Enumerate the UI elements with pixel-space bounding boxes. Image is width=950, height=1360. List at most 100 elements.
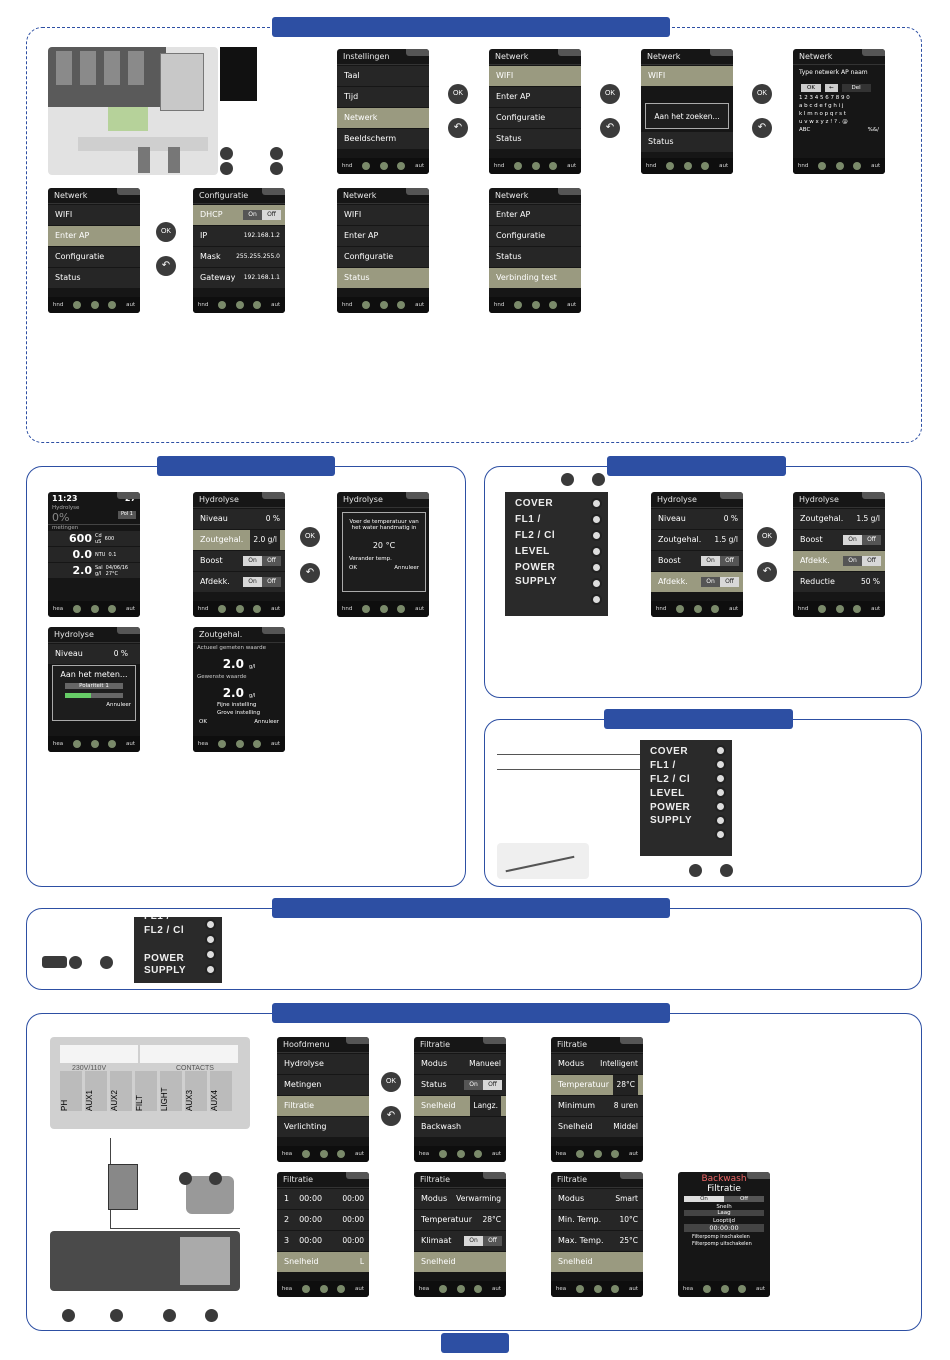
keyboard-arrow-key[interactable]: ← — [824, 84, 838, 92]
keyboard-ok-key[interactable]: OK — [801, 84, 821, 92]
hydrolyse-label: Hydrolyse — [52, 505, 80, 511]
menu-item-status[interactable]: Status — [489, 247, 581, 267]
back-icon[interactable]: ↶ — [757, 562, 777, 582]
menu-item-tijd[interactable]: Tijd — [337, 87, 429, 107]
back-icon[interactable]: ↶ — [156, 256, 176, 276]
snelheid-row[interactable]: Snelheid — [551, 1252, 643, 1272]
zoutgehalte-row[interactable]: Zoutgehal.1.5 g/l — [651, 530, 743, 550]
menu-item-status[interactable]: Status — [337, 268, 429, 288]
ok-button[interactable]: OK — [757, 527, 777, 547]
ok-button[interactable]: OK — [448, 84, 468, 104]
menu-item-configuratie[interactable]: Configuratie — [489, 108, 581, 128]
menu-item-configuratie[interactable]: Configuratie — [48, 247, 140, 267]
back-icon[interactable]: ↶ — [752, 118, 772, 138]
menu-item-filtratie[interactable]: Filtratie — [277, 1096, 369, 1116]
ok-button[interactable]: OK — [300, 527, 320, 547]
backwash-row[interactable]: Backwash — [414, 1117, 506, 1137]
keyboard-abc-key[interactable]: ABC — [799, 127, 811, 133]
menu-item-enter-ap[interactable]: Enter AP — [489, 87, 581, 107]
zoutgehalte-row[interactable]: Zoutgehal.2.0 g/l — [193, 530, 285, 550]
keyboard-row[interactable]: a b c d e f g h i j — [799, 103, 844, 109]
min-temp-row[interactable]: Min. Temp.10°C — [551, 1210, 643, 1230]
back-icon[interactable]: ↶ — [381, 1106, 401, 1126]
menu-item-taal[interactable]: Taal — [337, 66, 429, 86]
snelh-value[interactable]: Laag — [684, 1210, 764, 1216]
menu-item-wifi[interactable]: WIFI — [641, 66, 733, 86]
back-icon[interactable]: ↶ — [300, 563, 320, 583]
menu-item-status[interactable]: Status — [641, 132, 733, 152]
snelheid-row[interactable]: Snelheid — [414, 1252, 506, 1272]
ok-label[interactable]: OK — [349, 565, 357, 571]
pump-off-label[interactable]: Filterpomp uitschakelen — [692, 1241, 752, 1247]
menu-item-wifi[interactable]: WIFI — [489, 66, 581, 86]
max-temp-row[interactable]: Max. Temp.25°C — [551, 1231, 643, 1251]
menu-item-netwerk[interactable]: Netwerk — [337, 108, 429, 128]
temperature-value[interactable]: 20 °C — [372, 541, 396, 550]
menu-item-configuratie[interactable]: Configuratie — [489, 226, 581, 246]
menu-item-configuratie[interactable]: Configuratie — [337, 247, 429, 267]
ok-label[interactable]: OK — [199, 719, 207, 725]
ok-button[interactable]: OK — [752, 84, 772, 104]
menu-item-enter-ap[interactable]: Enter AP — [48, 226, 140, 246]
menu-item-wifi[interactable]: WIFI — [48, 205, 140, 225]
desired-value[interactable]: 2.0 — [222, 686, 244, 700]
step-marker — [100, 956, 113, 969]
menu-item-enter-ap[interactable]: Enter AP — [489, 205, 581, 225]
cancel-label[interactable]: Annuleer — [106, 702, 131, 708]
keyboard-row[interactable]: 1 2 3 4 5 6 7 8 9 0 — [799, 95, 850, 101]
ok-button[interactable]: OK — [381, 1072, 401, 1092]
ok-button[interactable]: OK — [600, 84, 620, 104]
cancel-label[interactable]: Annuleer — [254, 719, 279, 725]
menu-item-beeldscherm[interactable]: Beeldscherm — [337, 129, 429, 149]
keyboard-del-key[interactable]: Del — [841, 84, 871, 92]
keyboard-row[interactable]: k l m n o p q r s t — [799, 111, 846, 117]
back-icon[interactable]: ↶ — [448, 118, 468, 138]
menu-item-verlichting[interactable]: Verlichting — [277, 1117, 369, 1137]
menu-item-enter-ap[interactable]: Enter AP — [337, 226, 429, 246]
menu-item-hydrolyse[interactable]: Hydrolyse — [277, 1054, 369, 1074]
cancel-label[interactable]: Annuleer — [394, 565, 419, 571]
ok-button[interactable]: OK — [156, 222, 176, 242]
menu-item-metingen[interactable]: Metingen — [277, 1075, 369, 1095]
menu-item-wifi[interactable]: WIFI — [337, 205, 429, 225]
zoutgehalte-row[interactable]: Zoutgehal.1.5 g/l — [793, 509, 885, 529]
keyboard-symbol-key[interactable]: %&/ — [867, 127, 879, 133]
keyboard-row[interactable]: u v w x y z ! ? . @ — [799, 119, 848, 125]
back-icon[interactable]: ↶ — [600, 118, 620, 138]
menu-item-status[interactable]: Status — [489, 129, 581, 149]
menu-item-verbinding-test[interactable]: Verbinding test — [489, 268, 581, 288]
power-panel — [26, 908, 922, 990]
step-marker — [220, 162, 233, 175]
menu-item-status[interactable]: Status — [48, 268, 140, 288]
pump-on-label[interactable]: Filterpomp inschakelen — [692, 1234, 750, 1240]
